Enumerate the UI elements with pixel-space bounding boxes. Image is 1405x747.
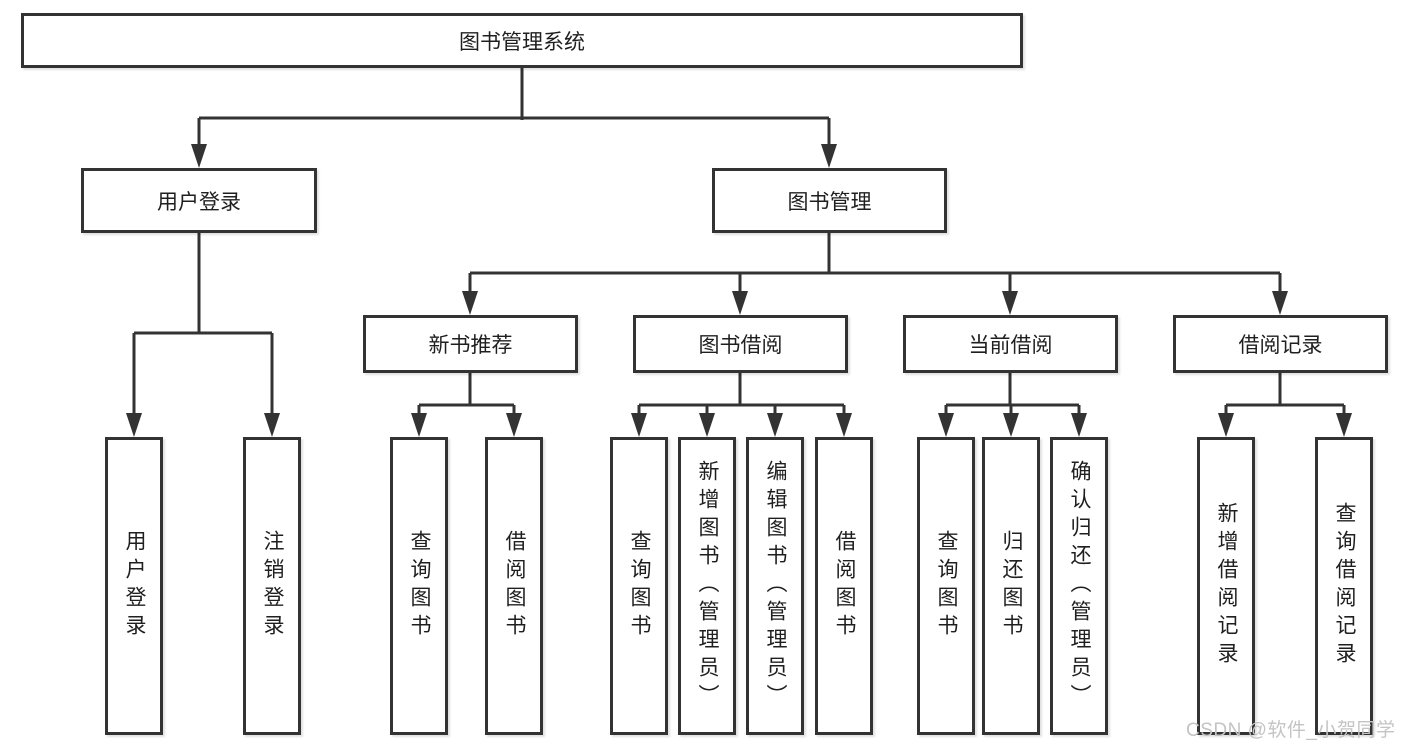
leaf-confirm-return-admin: 确认归还（管理员） [1050,437,1108,735]
arrowheads [126,144,1352,437]
node-new-book-recommend: 新书推荐 [363,315,578,373]
connector-book-borrow-to-leaves [637,373,846,419]
connector-new-book-to-leaves [417,373,516,419]
node-book-borrowing: 图书借阅 [633,315,848,373]
node-library-management-system: 图书管理系统 [21,13,1023,68]
node-borrowing-records: 借阅记录 [1173,315,1388,373]
leaf-borrow-books-borrowing: 借阅图书 [815,437,873,735]
leaf-add-book-admin: 新增图书（管理员） [678,437,736,735]
leaf-edit-book-admin: 编辑图书（管理员） [746,437,804,735]
connector-current-borrow-to-leaves [944,373,1081,419]
node-current-borrowing: 当前借阅 [903,315,1118,373]
leaf-return-book: 归还图书 [982,437,1040,735]
connector-user-login-to-leaves [132,233,274,419]
leaf-query-borrow-record: 查询借阅记录 [1315,437,1373,735]
connector-records-to-leaves [1224,373,1346,419]
leaf-borrow-books-recommend: 借阅图书 [485,437,543,735]
leaf-query-books-recommend: 查询图书 [390,437,448,735]
node-book-management: 图书管理 [712,168,947,233]
leaf-user-login: 用户登录 [105,437,163,735]
leaf-query-books-current: 查询图书 [917,437,975,735]
leaf-query-books-borrowing: 查询图书 [610,437,668,735]
leaf-add-borrow-record: 新增借阅记录 [1197,437,1255,735]
node-user-login: 用户登录 [81,168,317,233]
connector-root-to-level2 [197,68,831,150]
connector-book-mgmt-to-level3 [468,233,1282,297]
leaf-logout: 注销登录 [243,437,301,735]
csdn-watermark: CSDN @软件_小贺同学 [1186,720,1396,741]
